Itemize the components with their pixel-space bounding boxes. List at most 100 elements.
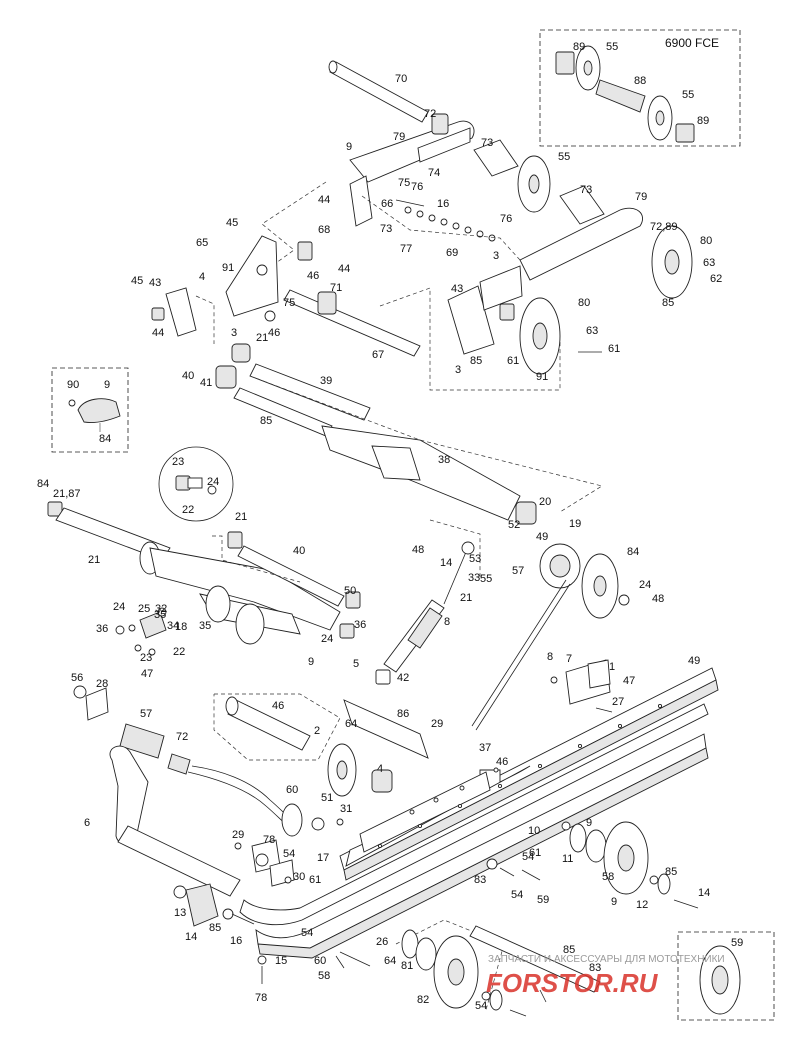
callout-label: 61 — [309, 874, 321, 886]
callout-label: 13 — [174, 907, 186, 919]
callout-label: 58 — [318, 970, 330, 982]
callout-label: 24 — [207, 476, 219, 488]
callout-label: 14 — [440, 557, 452, 569]
callout-label: 49 — [536, 531, 548, 543]
callout-label: 76 — [500, 213, 512, 225]
callout-label: 85 — [209, 922, 221, 934]
callout-label: 53 — [469, 553, 481, 565]
callout-label: 83 — [474, 874, 486, 886]
callout-label: 30 — [293, 871, 305, 883]
callout-label: 26 — [376, 936, 388, 948]
callout-label: 61 — [529, 847, 541, 859]
callout-label: 9 — [346, 141, 352, 153]
shock-absorber — [375, 519, 630, 731]
callout-label: 47 — [141, 668, 153, 680]
callout-label: 73 — [380, 223, 392, 235]
inset-bolt-circle — [158, 446, 234, 522]
callout-label: 9 — [586, 817, 592, 829]
callout-label: 84 — [37, 478, 49, 490]
inset-6900-fce: 6900 FCE — [539, 29, 741, 147]
callout-label: 14 — [185, 931, 197, 943]
callout-label: 68 — [318, 224, 330, 236]
callout-label: 5 — [353, 658, 359, 670]
callout-label: 55 — [558, 151, 570, 163]
mid-left-brackets — [151, 235, 561, 391]
rear-wheel-bottom — [335, 919, 601, 1017]
callout-label: 90 — [67, 379, 79, 391]
callout-label: 19 — [569, 518, 581, 530]
callout-label: 54 — [522, 851, 534, 863]
callout-label: 45 — [226, 217, 238, 229]
hardware-cluster-left — [115, 607, 167, 656]
callout-label: 44 — [318, 194, 330, 206]
callout-label: 20 — [539, 496, 551, 508]
callout-label: 21 — [235, 511, 247, 523]
callout-label: 27 — [612, 696, 624, 708]
callout-label: 32 — [155, 603, 167, 615]
callout-label: 55 — [606, 41, 618, 53]
callout-label: 59 — [537, 894, 549, 906]
callout-label: 73 — [580, 184, 592, 196]
lower-left-hardware — [173, 839, 295, 984]
callout-label: 91 — [536, 371, 548, 383]
rear-bracket — [550, 659, 613, 713]
callout-label: 3 — [231, 327, 237, 339]
rear-wheel-right — [486, 821, 699, 909]
callout-label: 71 — [330, 282, 342, 294]
callout-label: 57 — [140, 708, 152, 720]
callout-label: 38 — [438, 454, 450, 466]
callout-label: 39 — [320, 375, 332, 387]
callout-label: 76 — [411, 181, 423, 193]
right-mid-bracket — [447, 265, 602, 375]
callout-label: 46 — [307, 270, 319, 282]
callout-label: 9 — [611, 896, 617, 908]
callout-label: 82 — [417, 994, 429, 1006]
callout-label: 21 — [88, 554, 100, 566]
callout-label: 7 — [566, 653, 572, 665]
callout-label: 59 — [731, 937, 743, 949]
callout-label: 44 — [152, 327, 164, 339]
callout-label: 44 — [338, 263, 350, 275]
callout-label: 85 — [260, 415, 272, 427]
callout-label: 65 — [196, 237, 208, 249]
mid-wheel-axle — [213, 693, 429, 797]
callout-label: 89 — [573, 41, 585, 53]
callout-label: 1 — [609, 661, 615, 673]
callout-label: 10 — [528, 825, 540, 837]
callout-label: 43 — [149, 277, 161, 289]
callout-label: 46 — [268, 327, 280, 339]
callout-label: 67 — [372, 349, 384, 361]
callout-label: 42 — [397, 672, 409, 684]
callout-label: 6 — [84, 817, 90, 829]
callout-label: 77 — [400, 243, 412, 255]
callout-label: 16 — [437, 198, 449, 210]
callout-label: 43 — [451, 283, 463, 295]
callout-label: 22 — [173, 646, 185, 658]
callout-label: 35 — [154, 609, 166, 621]
callout-label: 52 — [508, 519, 520, 531]
callout-label: 51 — [321, 792, 333, 804]
callout-label: 29 — [232, 829, 244, 841]
callout-label: 11 — [562, 853, 573, 865]
callout-label: 72 — [176, 731, 188, 743]
watermark: ЗАПЧАСТИ И АКСЕССУАРЫ ДЛЯ МОТОТЕХНИКИ FO… — [486, 954, 725, 998]
callout-label: 34 — [167, 620, 179, 632]
callout-label: 75 — [398, 177, 410, 189]
callout-label: 89 — [697, 115, 709, 127]
callout-label: 25 — [138, 603, 150, 615]
callout-label: 3 — [493, 250, 499, 262]
callout-label: 60 — [314, 955, 326, 967]
callout-label: 36 — [96, 623, 108, 635]
callout-label: 55 — [480, 573, 492, 585]
callout-label: 85 — [662, 297, 674, 309]
callout-label: 64 — [384, 955, 396, 967]
callout-label: 22 — [182, 504, 194, 516]
callout-label: 69 — [446, 247, 458, 259]
callout-label: 85 — [563, 944, 575, 956]
slide-rails — [239, 667, 719, 959]
callout-label: 74 — [428, 167, 440, 179]
callout-label: 55 — [682, 89, 694, 101]
rail-holes — [377, 703, 663, 849]
